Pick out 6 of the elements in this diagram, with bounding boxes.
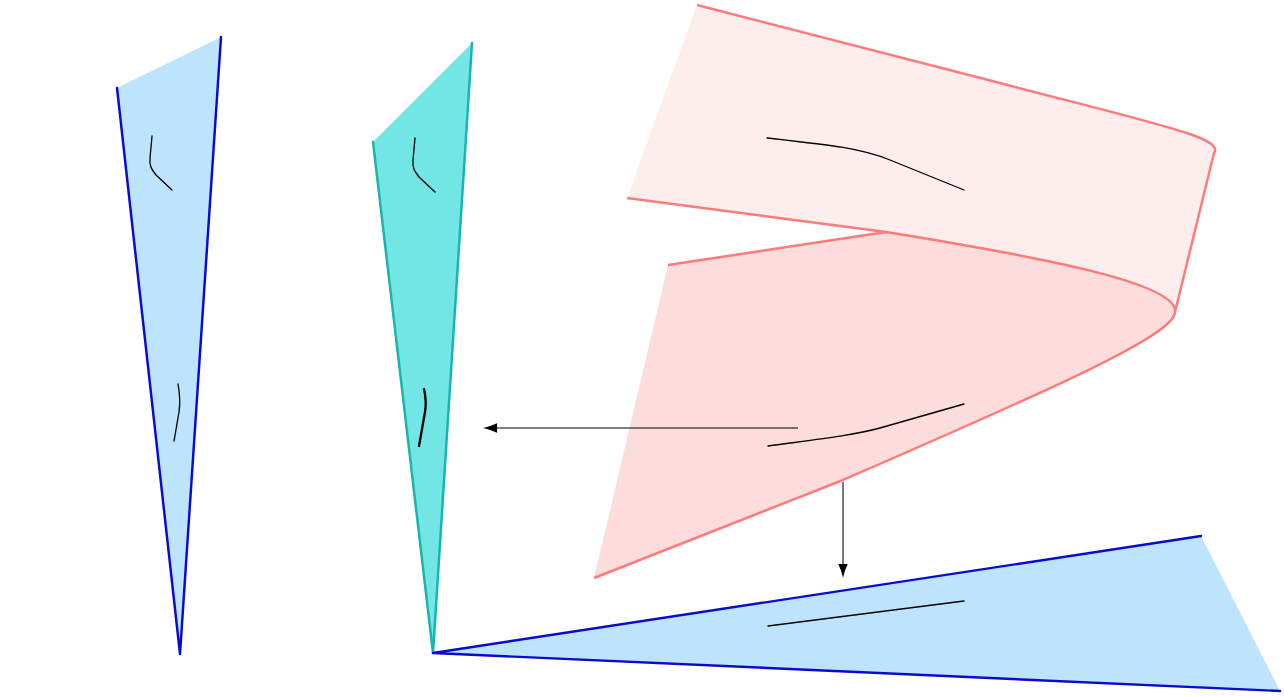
folded-sheet — [593, 3, 1216, 580]
wedge — [115, 35, 223, 656]
arrow — [484, 423, 799, 433]
wedge — [431, 534, 1282, 693]
arrow — [838, 481, 848, 577]
wedge — [371, 41, 474, 655]
